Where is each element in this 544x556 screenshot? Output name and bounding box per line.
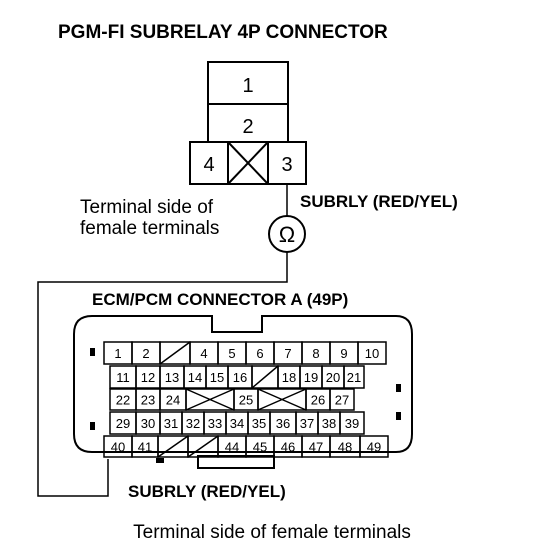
ecm-pin-cell — [359, 435, 389, 458]
ecm-pin-14: 14 — [188, 370, 202, 385]
ecm-pin-26: 26 — [311, 393, 325, 408]
ecm-pin-27: 27 — [335, 393, 349, 408]
probe-wire-bottom — [37, 252, 288, 497]
ecm-pin-46: 46 — [281, 440, 295, 455]
ecm-pin-23: 23 — [141, 393, 155, 408]
ecm-title: ECM/PCM CONNECTOR A (49P) — [92, 290, 348, 309]
ecm-pin-21: 21 — [347, 370, 361, 385]
ecm-latch — [197, 455, 275, 469]
ecm-pin-7: 7 — [284, 346, 291, 361]
ecm-blank-cross — [185, 388, 235, 411]
ohm-symbol: Ω — [279, 222, 295, 247]
ecm-pin-10: 10 — [365, 346, 379, 361]
ecm-pin-cell — [357, 341, 387, 365]
ecm-pin-31: 31 — [164, 416, 178, 431]
ecm-housing — [73, 315, 413, 453]
subrelay-connector: 1 2 4 3 — [189, 61, 307, 185]
ecm-pin-11: 11 — [116, 370, 130, 385]
ohmmeter-icon — [268, 215, 306, 253]
ecm-pin-8: 8 — [312, 346, 319, 361]
ecm-pin-15: 15 — [210, 370, 224, 385]
ecm-pin-20: 20 — [326, 370, 340, 385]
ecm-pin-40: 40 — [111, 440, 125, 455]
ecm-pin-12: 12 — [141, 370, 155, 385]
ecm-pin-2: 2 — [142, 346, 149, 361]
ecm-pin-6: 6 — [256, 346, 263, 361]
ecm-pin-33: 33 — [208, 416, 222, 431]
ecm-pin-49: 49 — [367, 440, 381, 455]
subrelay-terminal-3: 3 — [281, 154, 292, 176]
subrelay-wire-label: SUBRLY (RED/YEL) — [300, 192, 458, 211]
ecm-pin-9: 9 — [340, 346, 347, 361]
ecm-blank-slash — [187, 435, 219, 458]
ecm-blank-slash — [157, 435, 189, 458]
ecm-blank-slash — [251, 365, 279, 389]
ecm-pin-1: 1 — [114, 346, 121, 361]
ecm-pin-37: 37 — [300, 416, 314, 431]
diagram-title: PGM-FI SUBRELAY 4P CONNECTOR — [58, 22, 388, 43]
ecm-pin-cell — [343, 365, 365, 389]
ecm-pin-34: 34 — [230, 416, 244, 431]
ecm-pin-48: 48 — [338, 440, 352, 455]
ecm-blank-cross — [257, 388, 307, 411]
ecm-pin-36: 36 — [276, 416, 290, 431]
ecm-pin-cell — [329, 388, 355, 411]
ecm-wire-label: SUBRLY (RED/YEL) — [128, 482, 286, 501]
ecm-pin-22: 22 — [116, 393, 130, 408]
ecm-blank-slash — [159, 341, 191, 365]
subrelay-side-label-1: Terminal side of — [80, 197, 214, 218]
ecm-pin-44: 44 — [225, 440, 239, 455]
ecm-pin-39: 39 — [345, 416, 359, 431]
subrelay-side-label-2: female terminals — [80, 218, 219, 239]
ecm-pin-4: 4 — [200, 346, 207, 361]
ecm-pin-25: 25 — [239, 393, 253, 408]
ecm-pin-29: 29 — [116, 416, 130, 431]
ecm-pin-cell — [339, 411, 365, 435]
ecm-pin-45: 45 — [253, 440, 267, 455]
subrelay-terminal-4: 4 — [203, 154, 214, 176]
ecm-pin-47: 47 — [309, 440, 323, 455]
subrelay-terminal-2: 2 — [242, 116, 253, 138]
ecm-pin-19: 19 — [304, 370, 318, 385]
ecm-pin-38: 38 — [322, 416, 336, 431]
ecm-pin-24: 24 — [166, 393, 180, 408]
ecm-pin-18: 18 — [282, 370, 296, 385]
ecm-footer: Terminal side of female terminals — [133, 522, 411, 543]
ecm-pin-5: 5 — [228, 346, 235, 361]
ecm-pin-35: 35 — [252, 416, 266, 431]
subrelay-terminal-1: 1 — [242, 75, 253, 97]
ecm-pin-32: 32 — [186, 416, 200, 431]
ecm-pin-16: 16 — [233, 370, 247, 385]
ecm-pin-13: 13 — [165, 370, 179, 385]
ecm-pin-41: 41 — [138, 440, 152, 455]
ecm-pin-30: 30 — [141, 416, 155, 431]
